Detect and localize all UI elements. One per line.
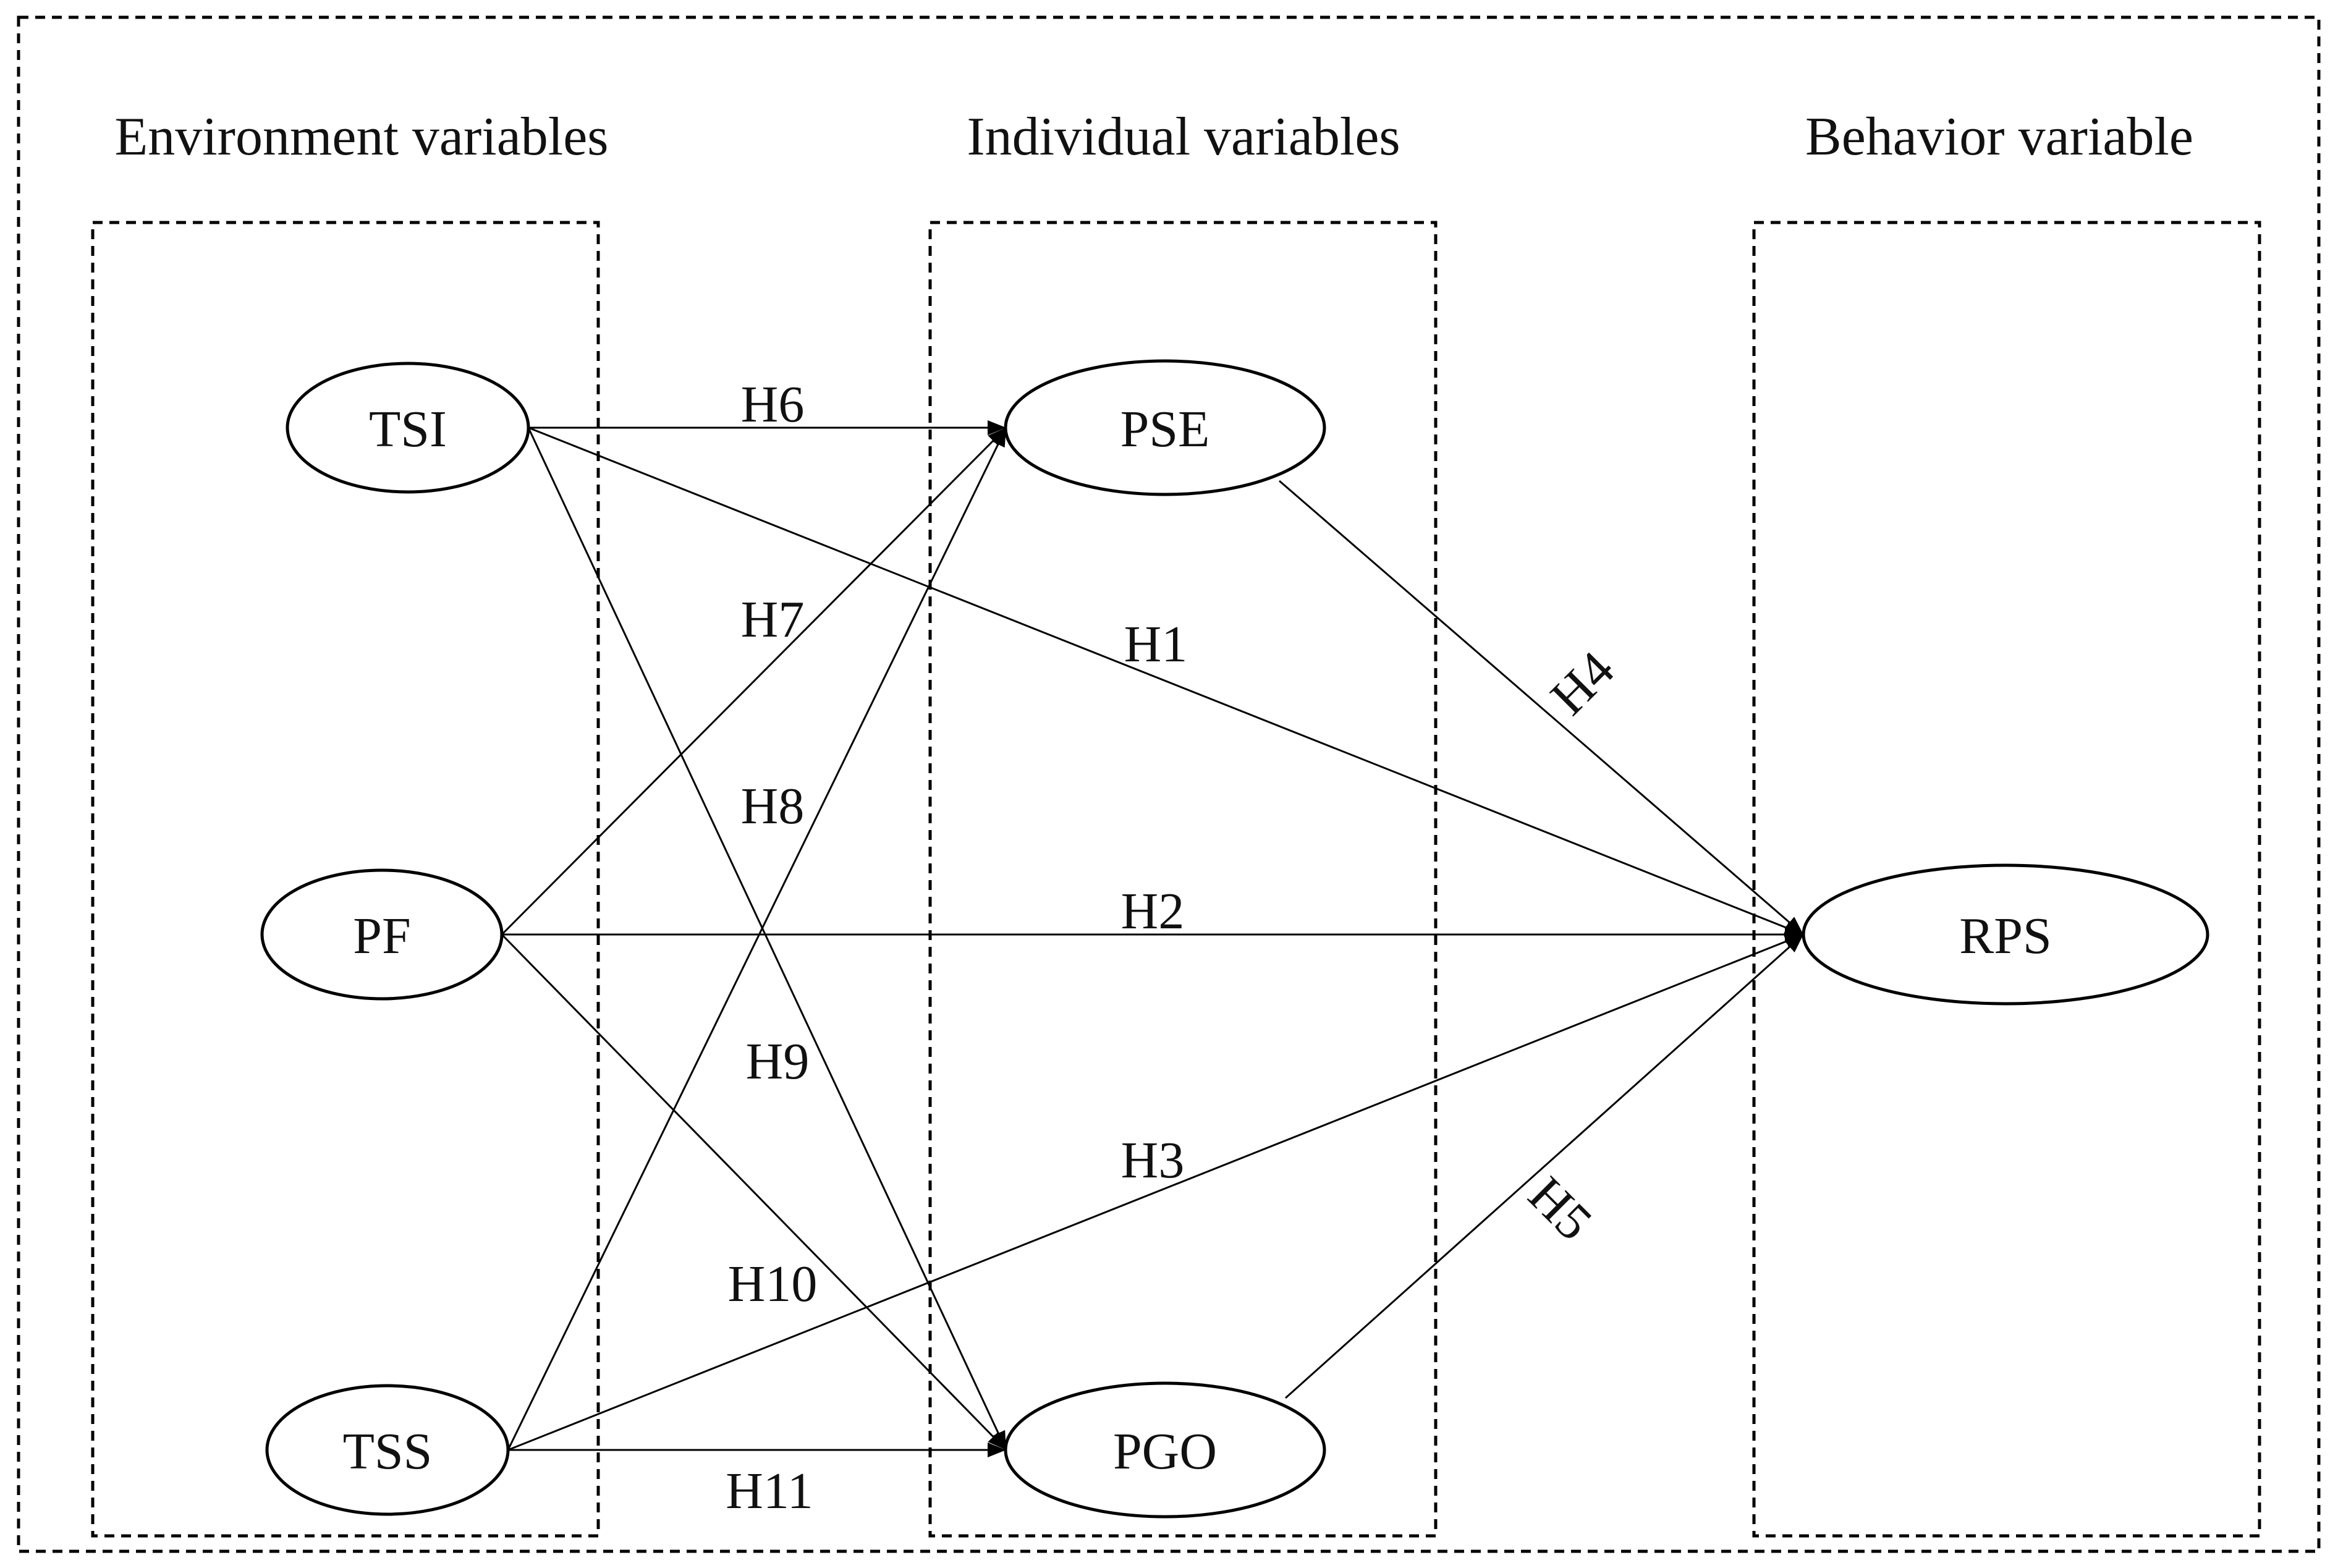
edge-pf-pgo (501, 933, 1007, 1451)
individual-group-title: Individual variables (967, 107, 1400, 167)
node-pse: PSE (1004, 359, 1326, 496)
edge-tsi-pgo (527, 427, 1007, 1451)
node-tss: TSS (265, 1384, 510, 1516)
hypothesis-h7-label: H7 (741, 591, 805, 648)
behavior-group-title: Behavior variable (1805, 107, 2193, 167)
behavior-group-box (1752, 221, 2261, 1538)
node-rps-label: RPS (1959, 907, 2051, 965)
node-tsi: TSI (286, 362, 530, 494)
edge-tsi-rps (528, 426, 1804, 936)
hypothesis-h9-label: H9 (746, 1033, 810, 1090)
node-pgo: PGO (1004, 1381, 1326, 1519)
node-pse-label: PSE (1120, 400, 1210, 458)
hypothesis-h11-label: H11 (726, 1462, 813, 1520)
hypothesis-h6-label: H6 (741, 376, 805, 433)
node-tsi-label: TSI (369, 400, 447, 458)
edge-pgo-rps (1284, 933, 1805, 1399)
hypothesis-h10-label: H10 (728, 1255, 818, 1313)
environment-group-box (91, 221, 600, 1538)
hypothesis-h8-label: H8 (741, 778, 805, 835)
environment-group-title: Environment variables (114, 107, 608, 167)
edge-tss-pse (507, 427, 1007, 1451)
node-pgo-label: PGO (1113, 1423, 1217, 1480)
node-pf-label: PF (353, 907, 410, 965)
edge-tss-rps (507, 933, 1804, 1451)
outer-frame (17, 15, 2321, 1553)
individual-group-box (928, 221, 1438, 1538)
edges (501, 420, 1805, 1457)
edge-pse-rps (1279, 480, 1804, 936)
hypothesis-h3-label: H3 (1121, 1132, 1185, 1189)
node-rps: RPS (1802, 863, 2209, 1006)
node-pf: PF (260, 868, 504, 1001)
hypothesis-h4-label: H4 (1540, 640, 1625, 726)
hypothesis-h1-label: H1 (1124, 616, 1188, 673)
edge-pf-pse (501, 426, 1007, 936)
node-tss-label: TSS (343, 1423, 433, 1480)
hypothesis-h2-label: H2 (1121, 883, 1185, 940)
